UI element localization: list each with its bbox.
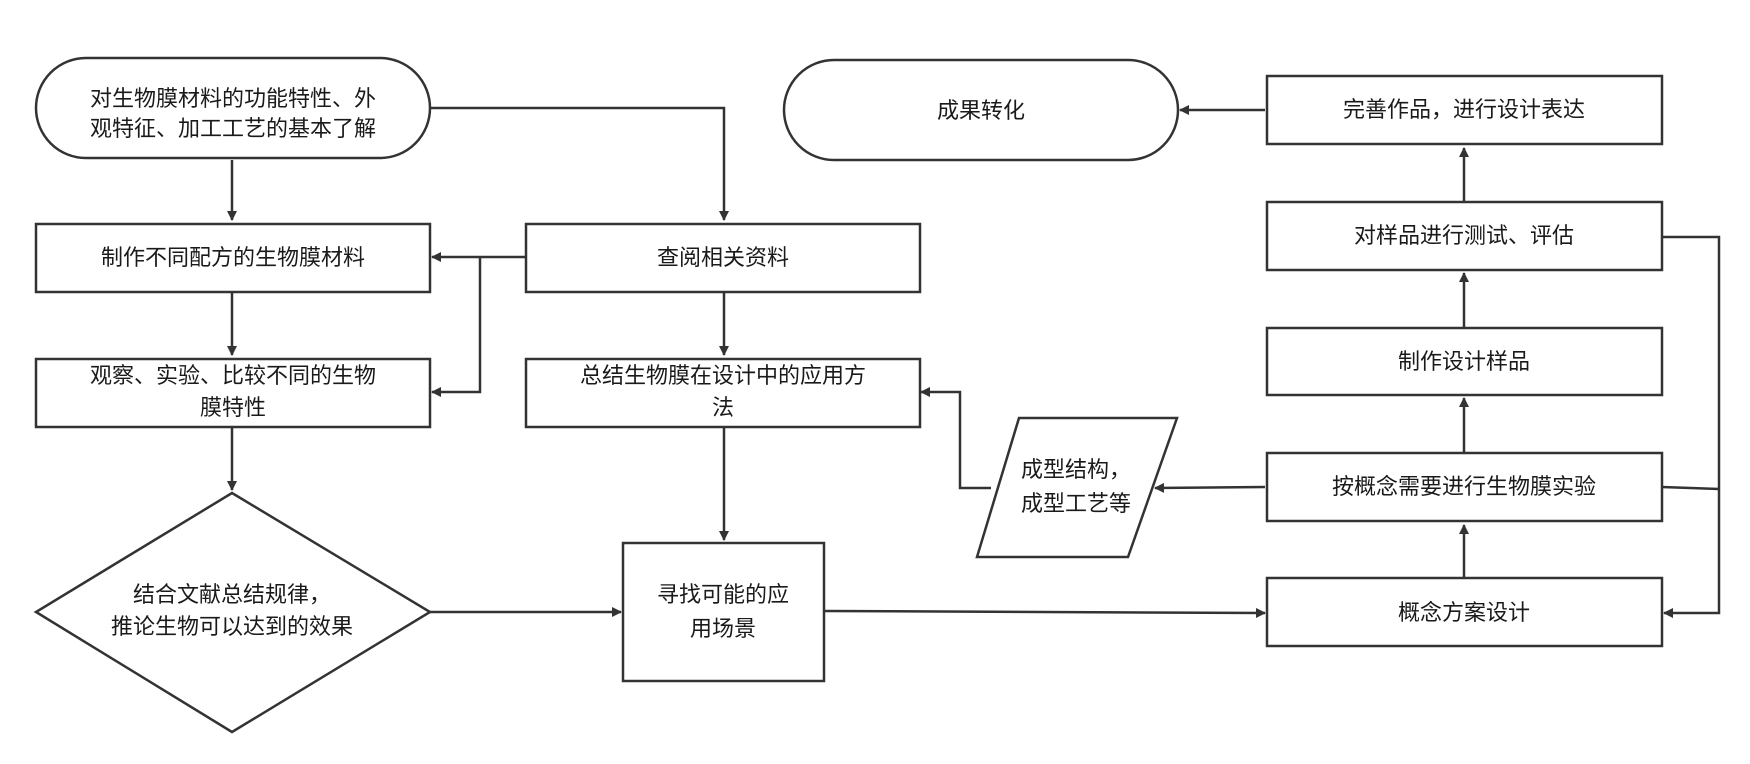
node-text-line: 概念方案设计 [1398,601,1530,626]
node-text-line: 制作设计样品 [1398,350,1530,375]
node-text-line: 总结生物膜在设计中的应用方 [580,364,866,389]
edge-understanding-to-consult [430,106,729,221]
process-box [621,541,826,683]
node-test-evaluate: 对样品进行测试、评估 [1265,200,1664,272]
process-box [1265,451,1664,523]
node-text-line: 查阅相关资料 [657,246,789,271]
node-text-line: 制作不同配方的生物膜材料 [101,246,365,271]
node-text-line: 推论生物可以达到的效果 [111,615,353,640]
node-observe-experiment: 观察、实验、比较不同的生物 膜特性 [34,357,432,429]
process-box [524,222,922,294]
data-parallelogram [975,416,1179,559]
process-box [34,357,432,429]
node-summarize-methods: 总结生物膜在设计中的应用方 法 [524,357,922,429]
node-achievement-transform: 成果转化 [782,58,1180,162]
node-make-materials: 制作不同配方的生物膜材料 [34,222,432,294]
edge-test-to-concept-loop [1662,235,1721,618]
node-text-line: 成型工艺等 [1021,492,1131,517]
node-summarize-rules: 结合文献总结规律， 推论生物可以达到的效果 [33,491,433,734]
edge-consult-to-observe [431,257,482,397]
node-text-line: 对生物膜材料的功能特性、外 [90,87,376,112]
node-text-line: 观特征、加工工艺的基本了解 [90,117,376,142]
edge-experiment-to-loop [1661,485,1720,491]
node-text-line: 完善作品，进行设计表达 [1343,98,1585,123]
process-box [1265,326,1664,397]
process-box [1265,200,1664,272]
edge-experiment-to-forming [1154,482,1266,493]
edge-scenarios-to-concept [823,607,1266,618]
edge-forming-to-methods [920,387,991,490]
node-text-line: 成果转化 [937,99,1025,124]
node-make-samples: 制作设计样品 [1265,326,1664,397]
node-refine-works: 完善作品，进行设计表达 [1265,74,1664,146]
terminator-shape [34,56,432,160]
node-find-scenarios: 寻找可能的应 用场景 [621,541,826,683]
node-concept-design: 概念方案设计 [1265,576,1664,648]
node-text-line: 对样品进行测试、评估 [1354,224,1574,249]
process-box [1265,74,1664,146]
decision-diamond [33,491,433,734]
node-text-line: 按概念需要进行生物膜实验 [1332,475,1596,500]
process-box [34,222,432,294]
node-consult-materials: 查阅相关资料 [524,222,922,294]
node-forming-structure: 成型结构， 成型工艺等 [975,416,1179,559]
node-text-line: 膜特性 [200,396,266,421]
node-text-line: 成型结构， [1021,458,1131,483]
node-text-line: 结合文献总结规律， [133,583,331,608]
node-text-line: 寻找可能的应 [657,583,789,608]
node-text-line: 法 [712,396,734,421]
node-basic-understanding: 对生物膜材料的功能特性、外 观特征、加工工艺的基本了解 [34,56,432,160]
edges [227,105,1721,618]
node-text-line: 用场景 [690,617,756,642]
process-box [1265,576,1664,648]
node-text-line: 观察、实验、比较不同的生物 [90,364,376,389]
node-concept-experiment: 按概念需要进行生物膜实验 [1265,451,1664,523]
terminator-shape [782,58,1180,162]
process-box [524,357,922,429]
